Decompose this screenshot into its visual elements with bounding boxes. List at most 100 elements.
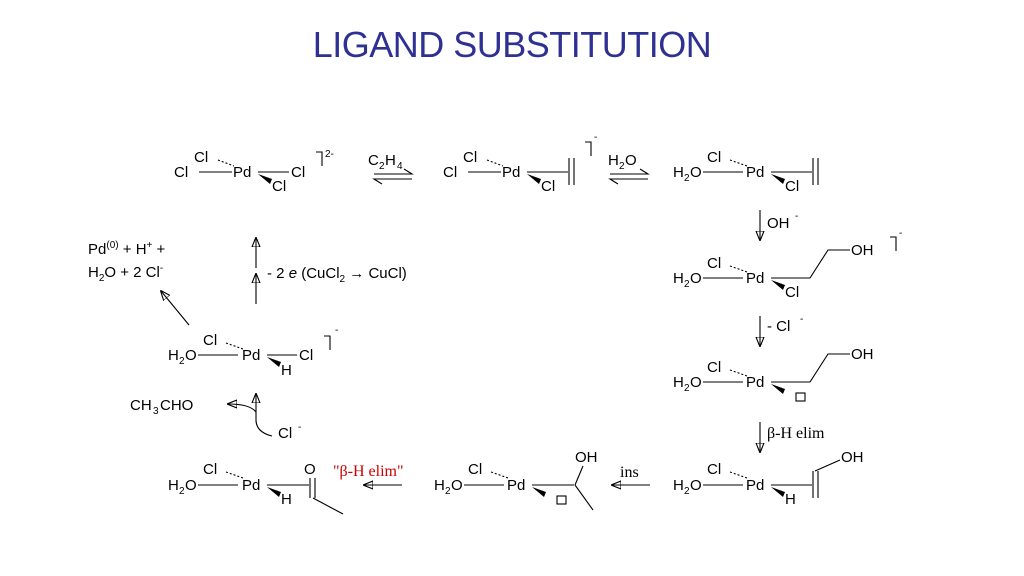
- atom-o: O: [304, 461, 316, 478]
- svg-text:H: H: [168, 477, 179, 494]
- atom-h: H: [281, 491, 292, 508]
- svg-text:C: C: [368, 152, 379, 169]
- svg-text:O: O: [625, 152, 637, 169]
- svg-text:-: -: [795, 211, 798, 222]
- complex-aqua-ethylene: Cl H 2 O Pd Cl: [673, 149, 819, 195]
- svg-text:O: O: [690, 164, 702, 181]
- atom-cl: Cl: [707, 461, 721, 478]
- charge-label: 2-: [325, 149, 334, 160]
- vacant-site: [795, 392, 806, 402]
- atom-pd: Pd: [746, 477, 764, 494]
- svg-text:"β-H elim": "β-H elim": [333, 463, 404, 480]
- complex-hydroxyethyl-vacant: Cl H 2 O Pd OH: [673, 346, 874, 402]
- svg-text:2: 2: [684, 173, 690, 184]
- atom-cl: Cl: [707, 149, 721, 166]
- atom-cl: Cl: [203, 461, 217, 478]
- atom-cl: Cl: [291, 164, 305, 181]
- atom-cl: Cl: [707, 359, 721, 376]
- svg-text:2: 2: [684, 279, 690, 290]
- atom-pd: Pd: [746, 270, 764, 287]
- svg-text:2: 2: [684, 383, 690, 394]
- complex-hydride-acetaldehyde: Cl H 2 O Pd H O: [168, 461, 344, 515]
- svg-text:H: H: [673, 477, 684, 494]
- atom-pd: Pd: [502, 164, 520, 181]
- svg-text:2: 2: [179, 486, 185, 497]
- svg-text:O: O: [451, 477, 463, 494]
- svg-text:H: H: [673, 270, 684, 287]
- atom-pd: Pd: [233, 164, 251, 181]
- svg-text:-: -: [335, 325, 338, 336]
- atom-cl: Cl: [194, 149, 208, 166]
- complex-pdcl3-ethylene: Cl Cl Pd Cl -: [443, 132, 597, 195]
- svg-text:2: 2: [379, 161, 385, 172]
- complex-hydride-chloride: Cl H 2 O Pd H Cl -: [168, 325, 338, 379]
- svg-text:2: 2: [619, 161, 625, 172]
- atom-cl: Cl: [468, 461, 482, 478]
- svg-text:- Cl: - Cl: [767, 318, 790, 335]
- atom-cl: Cl: [443, 164, 457, 181]
- atom-oh: OH: [841, 449, 864, 466]
- step-insertion: ins: [612, 464, 650, 485]
- step-hydroxide-attack: OH -: [760, 210, 798, 240]
- svg-text:β-H elim: β-H elim: [767, 425, 825, 442]
- step-ethylene-coordination: C 2 H 4: [368, 152, 414, 185]
- complex-hydride-vinyl-alcohol: Cl H 2 O Pd H OH: [673, 449, 864, 508]
- step-beta-hydride-elimination: β-H elim: [760, 422, 825, 452]
- step-beta-hydride-elimination-2: "β-H elim": [333, 463, 404, 485]
- atom-pd: Pd: [746, 374, 764, 391]
- atom-cl: Cl: [272, 178, 286, 195]
- svg-text:H: H: [385, 152, 396, 169]
- atom-cl: Cl: [203, 332, 217, 349]
- svg-text:2: 2: [684, 486, 690, 497]
- step-water-substitution: H 2 O: [608, 152, 650, 185]
- step-reductive-elimination: [161, 291, 190, 326]
- svg-text:3: 3: [153, 406, 159, 417]
- svg-text:CH: CH: [130, 397, 152, 414]
- svg-text:-: -: [899, 228, 902, 239]
- step-chloride-loss: - Cl -: [760, 314, 803, 346]
- atom-cl: Cl: [785, 284, 799, 301]
- atom-pd: Pd: [746, 164, 764, 181]
- svg-text:O: O: [185, 477, 197, 494]
- step-reoxidation: - 2 e (CuCl2 → CuCl): [256, 238, 407, 304]
- svg-text:- 2 e (CuCl2 → CuCl): - 2 e (CuCl2 → CuCl): [267, 265, 407, 285]
- svg-text:H: H: [168, 347, 179, 364]
- atom-h: H: [785, 491, 796, 508]
- svg-text:Cl: Cl: [278, 425, 292, 442]
- charge-label: -: [594, 132, 597, 143]
- step-acetaldehyde-release: Cl - CH 3 CHO: [130, 394, 301, 442]
- svg-text:O: O: [690, 374, 702, 391]
- atom-cl: Cl: [785, 178, 799, 195]
- complex-pdcl4: Cl Cl Pd Cl Cl 2-: [174, 149, 334, 195]
- svg-text:Pd(0) + H+ +: Pd(0) + H+ +: [88, 240, 166, 258]
- svg-text:O: O: [185, 347, 197, 364]
- svg-text:OH: OH: [767, 215, 790, 232]
- atom-cl: Cl: [463, 149, 477, 166]
- atom-cl: Cl: [299, 347, 313, 364]
- complex-1-hydroxyethyl: Cl H 2 O Pd OH: [434, 449, 598, 511]
- atom-pd: Pd: [242, 477, 260, 494]
- atom-cl: Cl: [707, 255, 721, 272]
- atom-oh: OH: [851, 242, 874, 259]
- svg-text:ins: ins: [620, 464, 639, 481]
- svg-text:O: O: [690, 270, 702, 287]
- svg-text:H: H: [608, 152, 619, 169]
- complex-hydroxyethyl-chloride: Cl H 2 O Pd Cl OH -: [673, 228, 902, 301]
- svg-text:H2O + 2 Cl-: H2O + 2 Cl-: [88, 263, 163, 284]
- svg-text:-: -: [298, 422, 301, 433]
- atom-h: H: [281, 362, 292, 379]
- atom-oh: OH: [575, 449, 598, 466]
- svg-text:2: 2: [179, 356, 185, 367]
- vacant-site: [556, 495, 567, 505]
- slide-title: LIGAND SUBSTITUTION: [312, 24, 712, 65]
- products-pd0: Pd(0) + H+ + H2O + 2 Cl-: [88, 240, 166, 284]
- svg-text:H: H: [434, 477, 445, 494]
- atom-oh: OH: [851, 346, 874, 363]
- svg-text:2: 2: [445, 486, 451, 497]
- svg-text:CHO: CHO: [160, 397, 193, 414]
- svg-text:H: H: [673, 164, 684, 181]
- atom-pd: Pd: [242, 347, 260, 364]
- atom-pd: Pd: [507, 477, 525, 494]
- svg-text:H: H: [673, 374, 684, 391]
